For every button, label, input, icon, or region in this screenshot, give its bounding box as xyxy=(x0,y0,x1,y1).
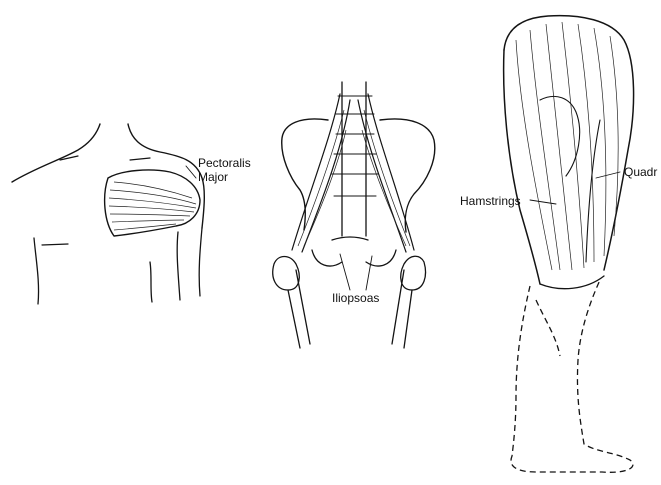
hamstrings-label: Hamstrings xyxy=(460,194,521,208)
hamstrings-leader-line xyxy=(530,200,556,204)
pelvis-illustration xyxy=(273,82,435,348)
pectoralis-label-line2: Major xyxy=(198,170,251,184)
iliopsoas-muscles xyxy=(292,94,414,252)
chest-shoulder-illustration xyxy=(12,124,204,304)
quadriceps-label: Quadr xyxy=(624,165,657,179)
thigh-muscle-fibers xyxy=(516,22,618,270)
leg-illustration xyxy=(504,16,634,473)
pectoralis-label-line1: Pectoralis xyxy=(198,156,251,170)
iliopsoas-label: Iliopsoas xyxy=(332,291,379,305)
pectoralis-fibers xyxy=(109,182,196,230)
pectoralis-label: Pectoralis Major xyxy=(198,156,251,184)
quadriceps-leader-line xyxy=(596,172,620,178)
